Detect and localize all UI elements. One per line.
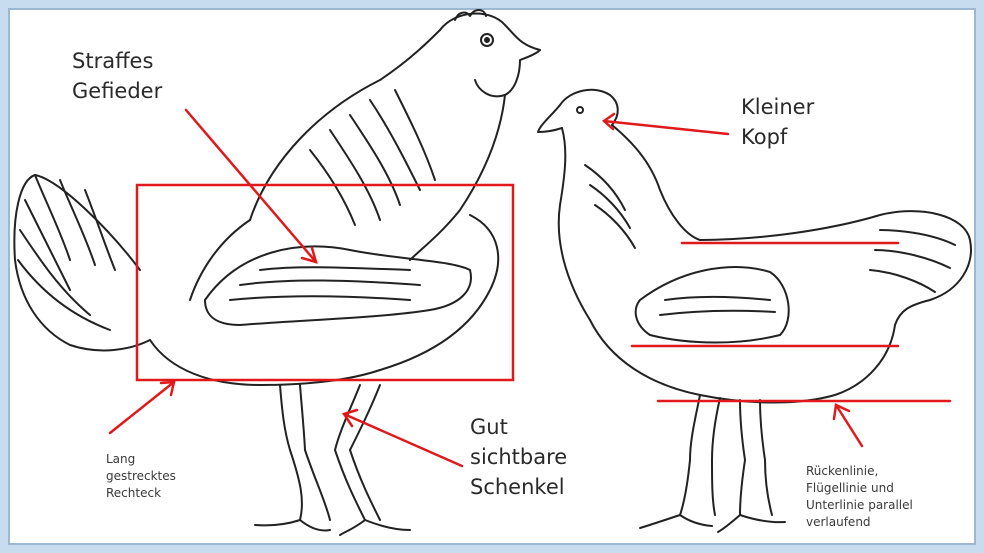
arrow-rechteck: [110, 382, 174, 433]
arrow-schenkel: [344, 414, 462, 466]
label-gut-sichtbare-schenkel: Gut sichtbare Schenkel: [470, 412, 567, 502]
label-lang-gestrecktes-rechteck: Lang gestrecktes Rechteck: [106, 451, 176, 502]
label-straffes-gefieder: Straffes Gefieder: [72, 46, 162, 106]
label-kleiner-kopf: Kleiner Kopf: [741, 92, 814, 152]
arrow-kopf: [604, 121, 728, 134]
label-linien-parallel: Rückenlinie, Flügellinie und Unterlinie …: [806, 463, 913, 531]
